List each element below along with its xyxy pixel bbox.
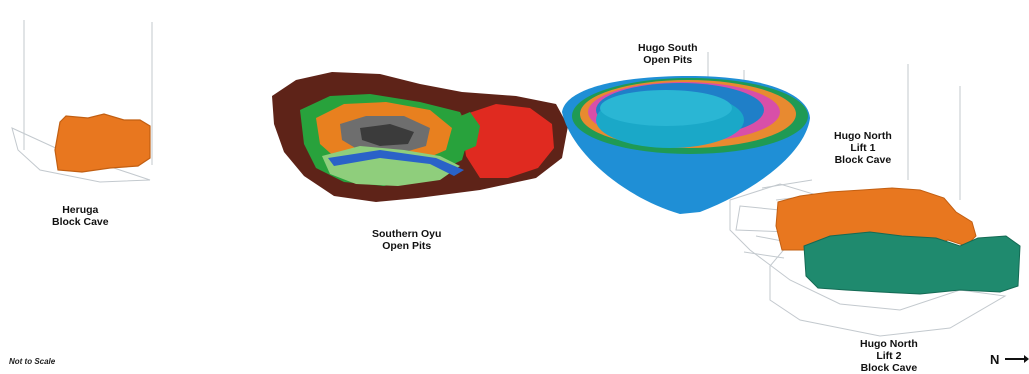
southern-oyu-label: Southern Oyu Open Pits xyxy=(372,228,441,252)
hugo-north-lift1-label-line: Hugo North xyxy=(834,130,892,142)
hugo-south-label-line: Hugo South xyxy=(638,42,697,54)
hugo-north-lift2-label-line: Hugo North xyxy=(860,338,918,350)
not-to-scale-note: Not to Scale xyxy=(9,357,55,366)
arrow-right-icon xyxy=(1005,355,1029,363)
hugo-north-lift1-label: Hugo North Lift 1 Block Cave xyxy=(834,130,892,166)
hugo-south-open-pits xyxy=(562,52,810,214)
heruga-orebody xyxy=(55,114,150,172)
hugo-north-lift1-label-line: Lift 1 xyxy=(834,142,892,154)
cone-inner-top xyxy=(600,90,732,126)
southern-oyu-open-pits xyxy=(272,72,568,202)
southern-oyu-label-line: Southern Oyu xyxy=(372,228,441,240)
hugo-north-lift1-label-line: Block Cave xyxy=(834,154,892,166)
hugo-north-lift2-label-line: Block Cave xyxy=(860,362,918,374)
heruga-label-line: Block Cave xyxy=(52,216,109,228)
hugo-south-label-line: Open Pits xyxy=(638,54,697,66)
hugo-north-lift2-label: Hugo North Lift 2 Block Cave xyxy=(860,338,918,374)
hugo-south-label: Hugo South Open Pits xyxy=(638,42,697,66)
north-letter: N xyxy=(990,352,999,367)
southern-oyu-label-line: Open Pits xyxy=(372,240,441,252)
lift2-orebody xyxy=(804,232,1020,294)
heruga-label-line: Heruga xyxy=(52,204,109,216)
hugo-north-lift2-label-line: Lift 2 xyxy=(860,350,918,362)
heruga-label: Heruga Block Cave xyxy=(52,204,109,228)
heruga-block-cave xyxy=(12,20,152,182)
